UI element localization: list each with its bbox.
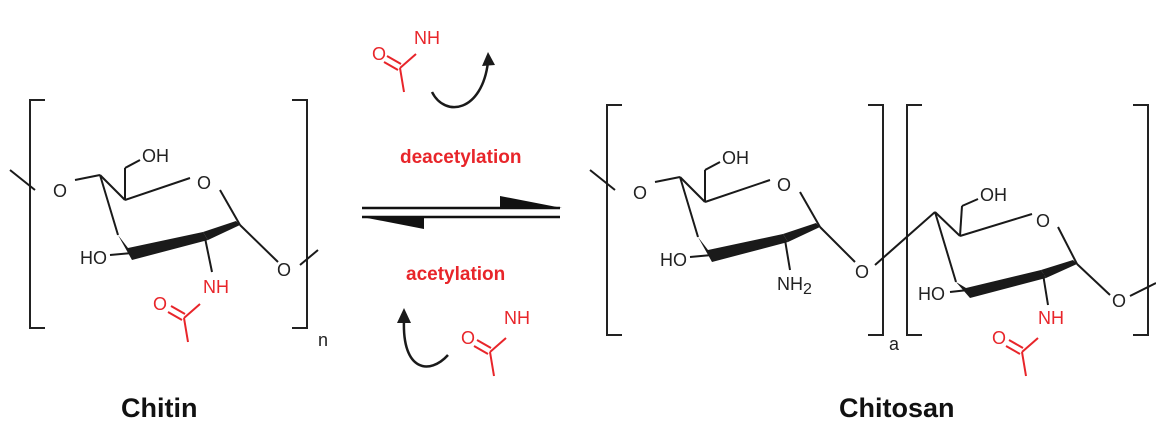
chitosan-oh-1: OH	[722, 148, 749, 168]
chitin-o-left: O	[53, 181, 67, 201]
deacetylation-label: deacetylation	[400, 147, 521, 168]
chitosan-nh-2: NH	[1038, 308, 1064, 328]
bottom-acetamide-nh: NH	[504, 308, 530, 328]
equilibrium-arrows	[362, 196, 562, 229]
chitin-ring-o: O	[197, 173, 211, 193]
chitosan-title: Chitosan	[839, 393, 955, 423]
chitosan-repeat-a: a	[889, 334, 900, 354]
chitosan-ring-o-2: O	[1036, 211, 1050, 231]
top-curved-arrow	[430, 61, 490, 109]
chitosan-acetyl-o: O	[992, 328, 1006, 348]
bottom-acetamide-o: O	[461, 328, 475, 348]
chitin-title: Chitin	[121, 393, 197, 423]
acetylation-label: acetylation	[406, 264, 505, 285]
reaction-center: NH O deacetylation acetylation NH O	[362, 28, 562, 377]
chitin-left-bracket	[29, 99, 45, 329]
top-acetamide-nh: NH	[414, 28, 440, 48]
top-acetamide-o: O	[372, 44, 386, 64]
chitosan-left-bracket-a	[606, 104, 622, 336]
chitin-acetyl-o: O	[153, 294, 167, 314]
chitosan-o-left-1: O	[633, 183, 647, 203]
chitosan-left-bracket-b	[906, 104, 922, 336]
chitin-oh-label: OH	[142, 146, 169, 166]
chitosan-ho-2: HO	[918, 284, 945, 304]
chitosan-glycosidic-o: O	[855, 262, 869, 282]
chitin-nh-label: NH	[203, 277, 229, 297]
chitosan-nh2: NH2	[777, 274, 812, 298]
chitosan-structure: a OH O O HO O NH2	[589, 104, 1156, 377]
chitin-right-bracket	[292, 99, 308, 329]
chitin-o-right: O	[277, 260, 291, 280]
chitin-ho-label: HO	[80, 248, 107, 268]
chitosan-right-bracket-b	[1133, 104, 1149, 336]
chitosan-ho-1: HO	[660, 250, 687, 270]
chitosan-o-right-2: O	[1112, 291, 1126, 311]
bottom-curved-arrow	[402, 319, 449, 368]
chitin-repeat-n: n	[318, 330, 328, 350]
chitosan-ring-o-1: O	[777, 175, 791, 195]
chitin-structure: n OH O O HO O NH O	[9, 99, 328, 350]
chitosan-right-bracket-a	[868, 104, 884, 336]
chitosan-oh-2: OH	[980, 185, 1007, 205]
